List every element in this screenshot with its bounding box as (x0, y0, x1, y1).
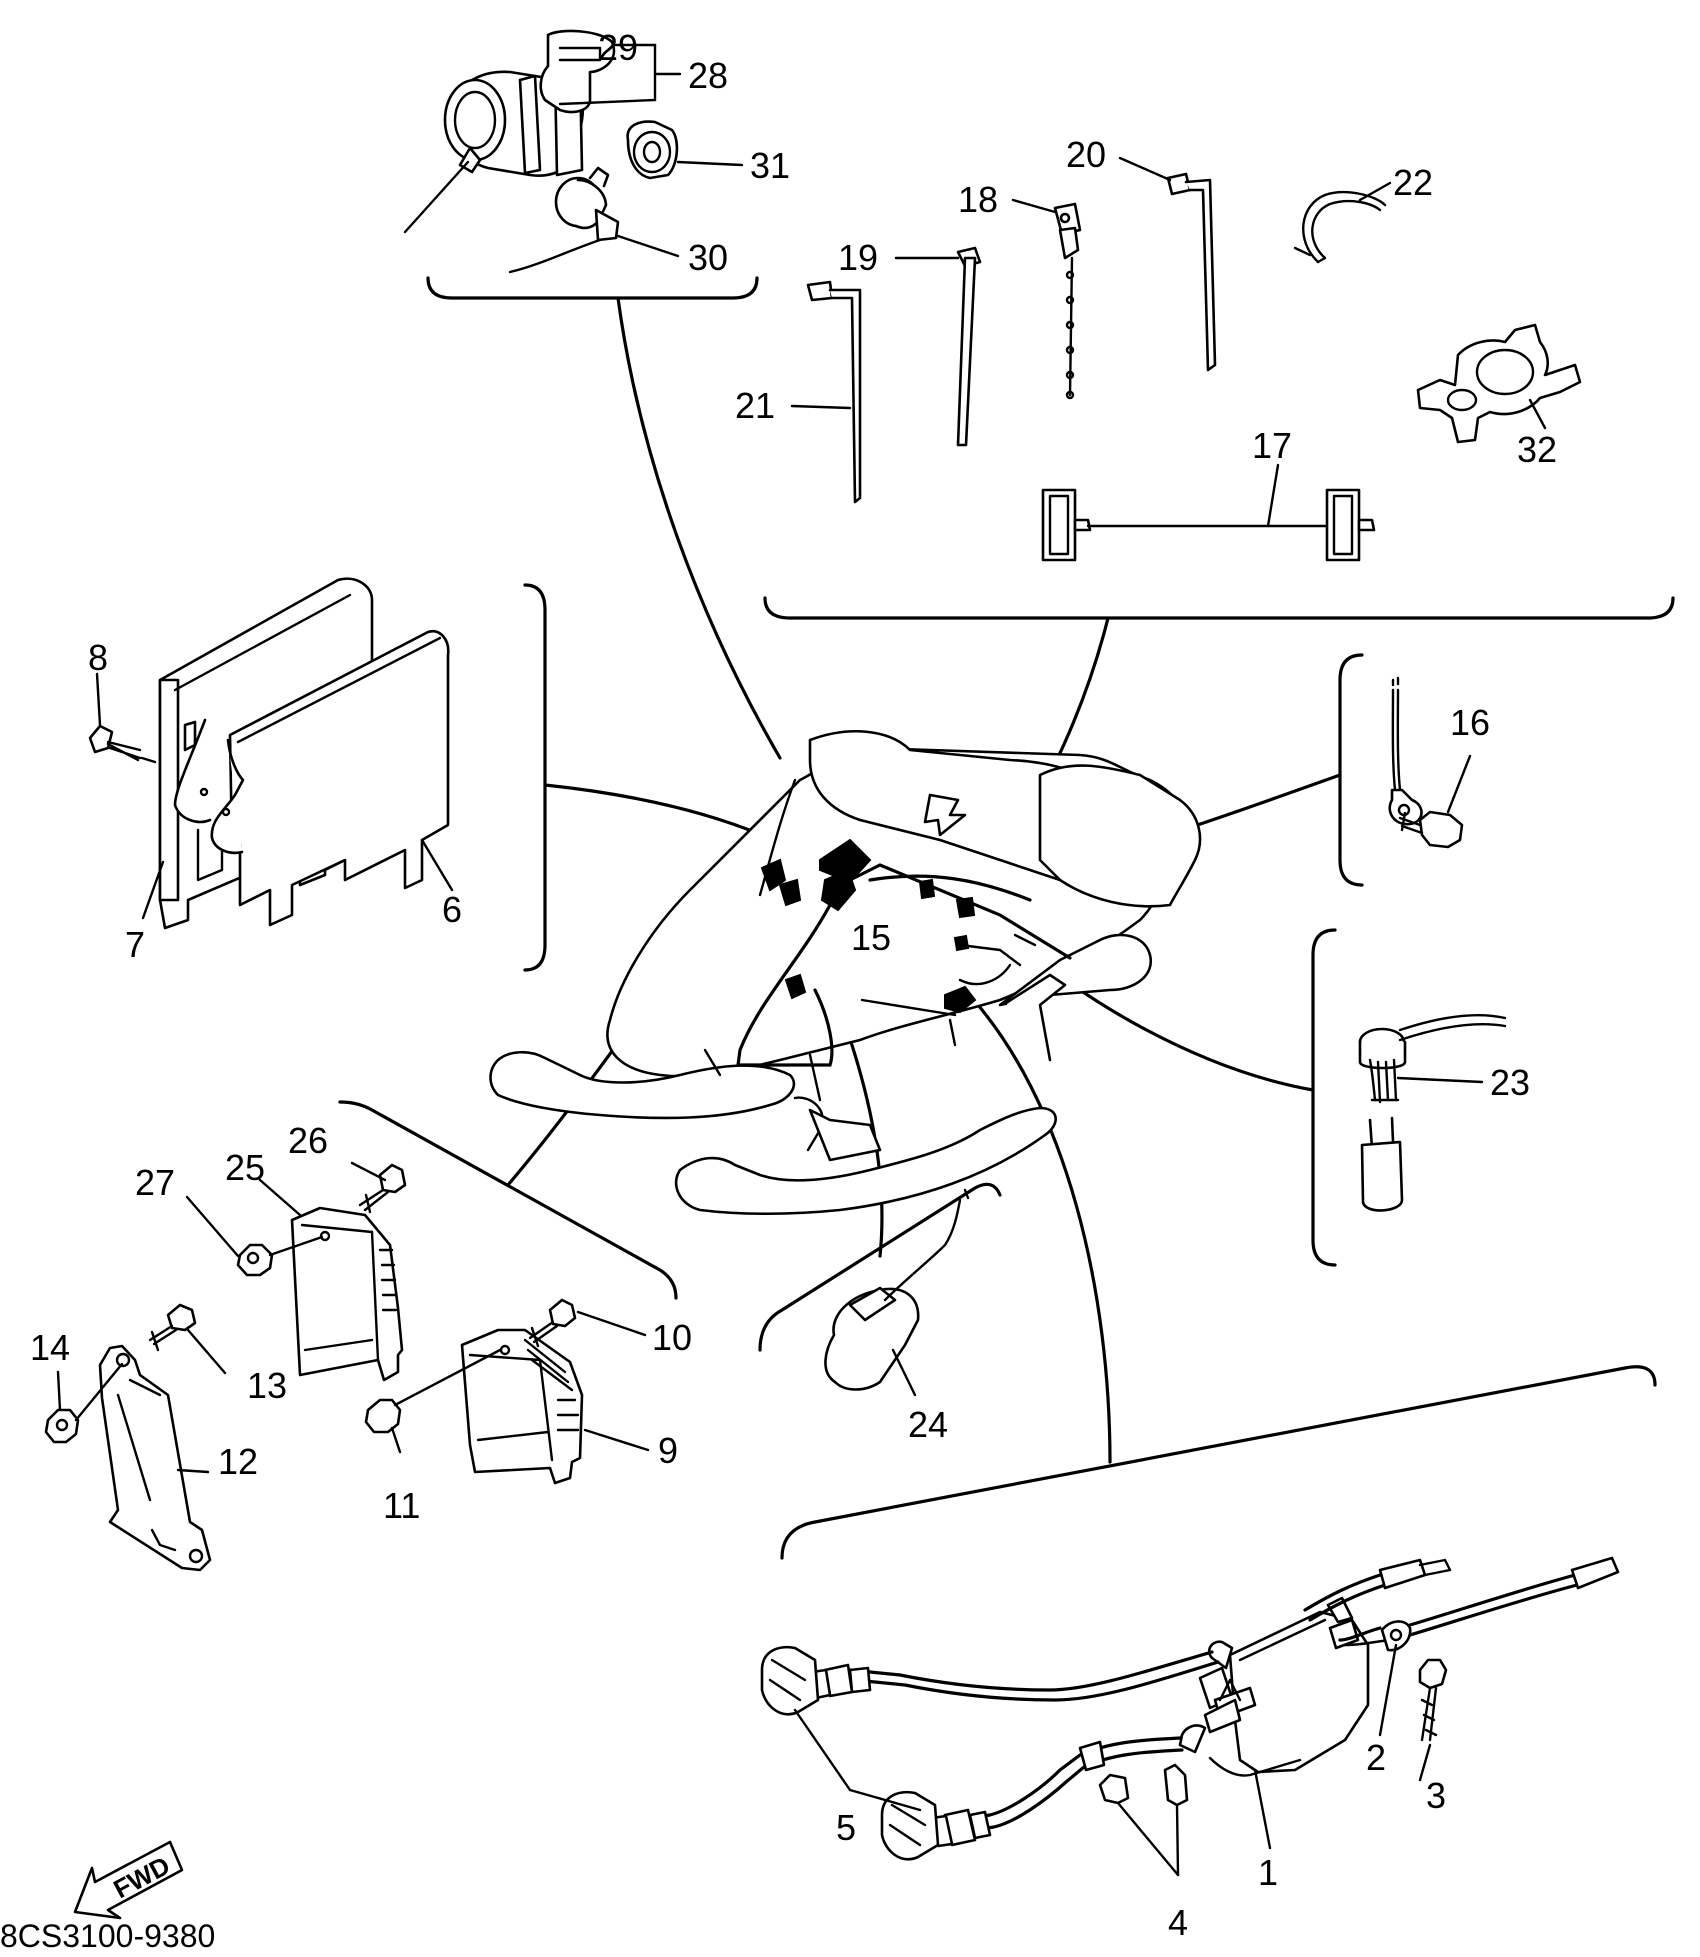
auxiliary-switch (508, 166, 680, 274)
callout-20: 20 (1066, 134, 1106, 175)
callout-26: 26 (288, 1120, 328, 1161)
callout-24: 24 (908, 1404, 948, 1445)
cdi-units (88, 577, 454, 930)
regulator-25 (185, 1161, 407, 1382)
callout-10: 10 (652, 1317, 692, 1358)
ignition-coil-assembly (760, 1556, 1620, 1877)
callout-30: 30 (688, 237, 728, 278)
callout-3: 3 (1426, 1775, 1446, 1816)
callout-19: 19 (838, 237, 878, 278)
snowmobile-frame (489, 730, 1202, 1216)
level-sensor-23 (1358, 1013, 1507, 1212)
cable-tie-21 (790, 280, 862, 504)
mounting-bracket-12 (44, 1303, 227, 1572)
callout-12: 12 (218, 1441, 258, 1482)
callout-23: 23 (1490, 1062, 1530, 1103)
callout-labels: 1 2 3 4 5 6 7 8 9 10 11 12 13 14 15 16 1… (30, 27, 1557, 1943)
holder-clamp-32 (1416, 323, 1582, 444)
group-brackets (338, 276, 1675, 1560)
callout-31: 31 (750, 145, 790, 186)
callout-28: 28 (688, 55, 728, 96)
callout-1: 1 (1258, 1852, 1278, 1893)
regulator-9 (364, 1298, 650, 1485)
callout-25: 25 (225, 1147, 265, 1188)
callout-18: 18 (958, 179, 998, 220)
clamp-18 (1011, 198, 1082, 400)
forward-direction-arrow: FWD (73, 1840, 184, 1920)
wire-clip-22 (1293, 181, 1392, 264)
callout-17: 17 (1252, 425, 1292, 466)
strap-17 (1041, 463, 1376, 562)
callout-2: 2 (1366, 1737, 1386, 1778)
callout-6: 6 (442, 889, 462, 930)
cable-tie-19 (894, 246, 982, 447)
switch-nut (626, 120, 744, 180)
callout-9: 9 (658, 1430, 678, 1471)
callout-11: 11 (383, 1485, 420, 1526)
capacitor-24 (824, 1188, 970, 1397)
callout-21: 21 (735, 385, 775, 426)
diagram-part-code: 8CS3100-9380 (0, 1918, 215, 1954)
callout-22: 22 (1393, 162, 1433, 203)
main-switch-assembly (403, 29, 682, 234)
callout-13: 13 (247, 1365, 287, 1406)
callout-32: 32 (1517, 429, 1557, 470)
callout-4: 4 (1168, 1902, 1188, 1943)
callout-5: 5 (836, 1807, 856, 1848)
callout-15: 15 (851, 917, 891, 958)
wire-harness (736, 778, 1072, 1067)
callout-27: 27 (135, 1162, 175, 1203)
callout-8: 8 (88, 637, 108, 678)
callout-14: 14 (30, 1327, 70, 1368)
ground-terminal-16 (1388, 676, 1472, 849)
cable-tie-20 (1118, 156, 1217, 372)
callout-16: 16 (1450, 702, 1490, 743)
callout-7: 7 (125, 924, 145, 965)
callout-29: 29 (598, 27, 638, 68)
